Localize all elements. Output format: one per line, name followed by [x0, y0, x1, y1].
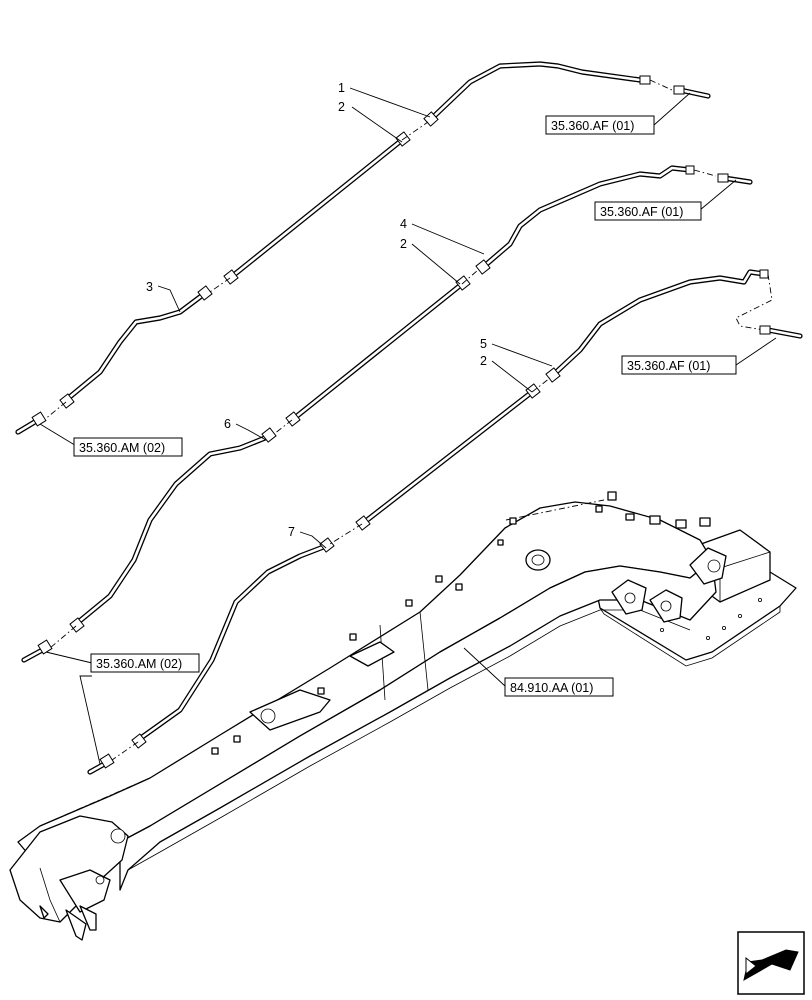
pipe-5 — [545, 269, 769, 383]
connector-ends — [15, 85, 803, 775]
reference-label: 35.360.AF (01) — [600, 205, 683, 219]
reference-label: 35.360.AF (01) — [627, 359, 710, 373]
callout-6: 6 — [224, 417, 231, 431]
reference-label: 84.910.AA (01) — [510, 681, 593, 695]
reference-box-am-lower[interactable]: 35.360.AM (02) — [90, 653, 200, 673]
callout-2-b: 2 — [400, 237, 407, 251]
reference-box-af-lower[interactable]: 35.360.AF (01) — [621, 355, 737, 375]
callout-1: 1 — [338, 81, 345, 95]
pipe-2-lower — [355, 383, 541, 531]
reference-box-af-middle[interactable]: 35.360.AF (01) — [594, 201, 702, 221]
leader-lines — [39, 87, 777, 765]
boom-arm — [9, 491, 797, 941]
callout-5: 5 — [480, 337, 487, 351]
next-page-arrow-icon[interactable] — [737, 931, 805, 995]
reference-label: 35.360.AF (01) — [551, 119, 634, 133]
callout-4: 4 — [400, 217, 407, 231]
callout-7: 7 — [288, 525, 295, 539]
pipe-2-middle — [285, 275, 471, 427]
callout-2-c: 2 — [480, 354, 487, 368]
reference-box-boom[interactable]: 84.910.AA (01) — [504, 677, 614, 697]
reference-label: 35.360.AM (02) — [79, 441, 165, 455]
pipe-7 — [131, 537, 335, 749]
connection-lines — [43, 79, 773, 761]
reference-box-af-top[interactable]: 35.360.AF (01) — [545, 115, 655, 135]
pipe-3 — [59, 285, 213, 409]
pipe-6 — [69, 427, 277, 633]
pipe-2-upper — [223, 131, 411, 285]
callout-3: 3 — [146, 280, 153, 294]
callout-2-a: 2 — [338, 100, 345, 114]
reference-label: 35.360.AM (02) — [96, 657, 182, 671]
reference-box-am-upper[interactable]: 35.360.AM (02) — [73, 437, 183, 457]
pipe-1 — [423, 61, 651, 127]
